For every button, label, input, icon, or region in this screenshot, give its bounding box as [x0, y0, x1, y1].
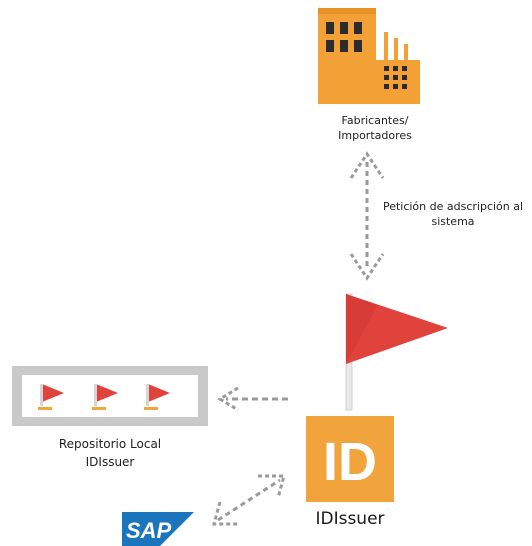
idissuer-badge-icon: ID — [306, 416, 394, 502]
repository-icon — [12, 366, 208, 426]
request-label: Petición de adscripción al sistema — [378, 199, 528, 229]
factory-icon — [318, 8, 420, 104]
factory-label-line1: Fabricantes/ — [341, 114, 409, 127]
request-label-line1: Petición de adscripción al — [382, 200, 524, 213]
idissuer-label: IDIssuer — [315, 509, 385, 529]
sap-logo-icon: SAP — [122, 512, 194, 546]
idissuer-badge-text: ID — [323, 432, 377, 492]
repository-label-line1: Repositorio Local — [58, 437, 162, 451]
sap-logo-text: SAP — [126, 518, 172, 543]
flag-icon — [345, 293, 448, 411]
repository-label: Repositorio Local IDIssuer — [20, 435, 200, 471]
repository-arrow-icon — [217, 386, 288, 412]
sap-double-arrow-icon — [212, 474, 286, 526]
repository-label-line2: IDIssuer — [85, 455, 135, 469]
request-label-line2: sistema — [431, 215, 475, 228]
request-double-arrow-icon — [349, 151, 385, 281]
factory-label: Fabricantes/ Importadores — [300, 113, 450, 143]
factory-label-line2: Importadores — [338, 129, 412, 142]
